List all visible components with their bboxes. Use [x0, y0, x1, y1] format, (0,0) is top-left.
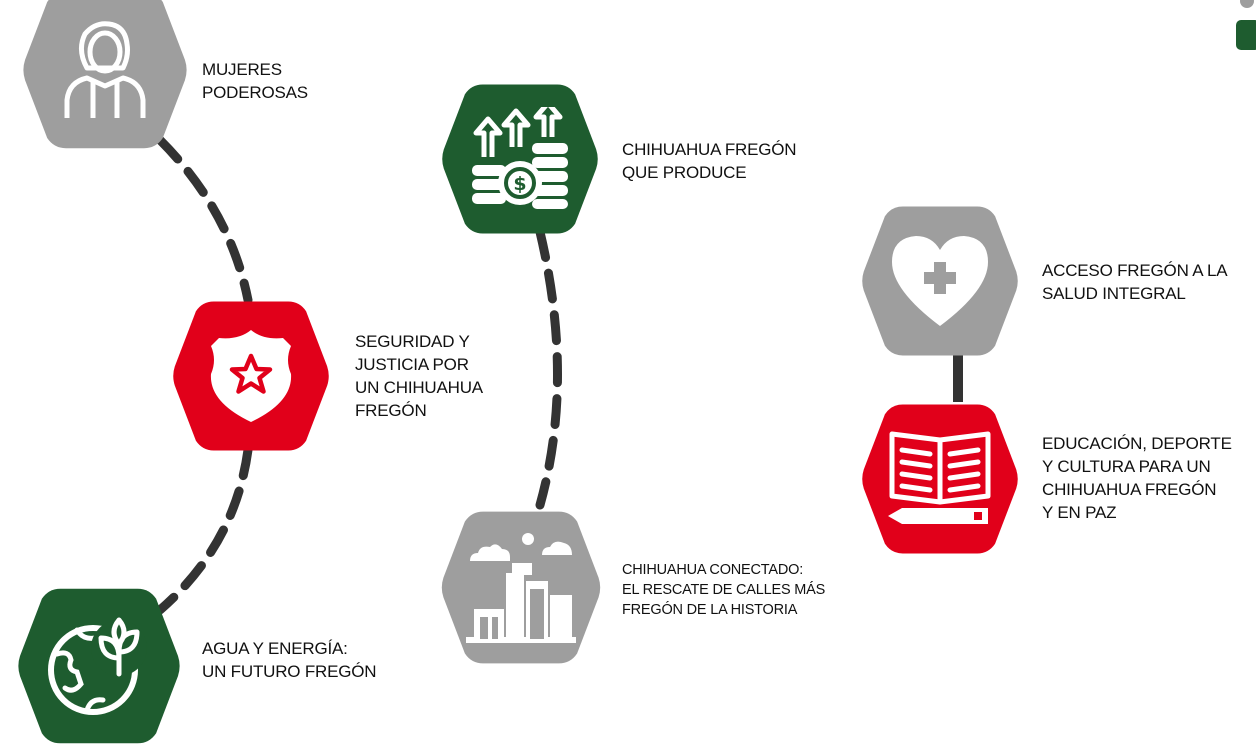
label-line: UN CHIHUAHUA	[355, 378, 483, 397]
hex-node-agua	[10, 582, 188, 750]
label-educacion: EDUCACIÓN, DEPORTE Y CULTURA PARA UN CHI…	[1042, 432, 1232, 524]
label-agua: AGUA Y ENERGÍA: UN FUTURO FREGÓN	[202, 637, 377, 683]
connector-produce-conectado	[535, 227, 562, 510]
police-badge-star-icon	[210, 330, 292, 422]
label-line: QUE PRODUCE	[622, 163, 747, 182]
label-mujeres: MUJERES PODEROSAS	[202, 58, 308, 104]
label-line: MUJERES	[202, 60, 282, 79]
label-line: EDUCACIÓN, DEPORTE	[1042, 434, 1232, 453]
corner-dot	[1240, 0, 1254, 8]
label-line: FREGÓN DE LA HISTORIA	[622, 602, 798, 618]
label-line: CHIHUAHUA FREGÓN	[622, 140, 797, 159]
hex-node-educacion	[852, 398, 1028, 560]
label-line: Y EN PAZ	[1042, 503, 1117, 522]
hex-node-salud	[852, 200, 1028, 362]
connector-mujeres-seguridad	[155, 135, 253, 305]
label-conectado: CHIHUAHUA CONECTADO: EL RESCATE DE CALLE…	[622, 560, 825, 620]
hex-node-produce: $	[434, 78, 606, 240]
label-salud: ACCESO FREGÓN A LA SALUD INTEGRAL	[1042, 259, 1228, 305]
connector-seguridad-agua	[155, 445, 253, 615]
label-produce: CHIHUAHUA FREGÓN QUE PRODUCE	[622, 138, 797, 184]
svg-text:$: $	[513, 173, 526, 195]
label-line: CHIHUAHUA FREGÓN	[1042, 480, 1217, 499]
heart-cross-icon	[892, 236, 988, 326]
hex-node-conectado	[436, 505, 606, 670]
label-line: SALUD INTEGRAL	[1042, 284, 1186, 303]
hex-node-mujeres	[20, 0, 190, 155]
label-seguridad: SEGURIDAD Y JUSTICIA POR UN CHIHUAHUA FR…	[355, 330, 483, 422]
label-line: Y CULTURA PARA UN	[1042, 457, 1211, 476]
hex-node-seguridad	[165, 295, 337, 457]
label-line: CHIHUAHUA CONECTADO:	[622, 562, 804, 578]
label-line: UN FUTURO FREGÓN	[202, 662, 377, 681]
label-line: ACCESO FREGÓN A LA	[1042, 261, 1228, 280]
woman-icon	[64, 21, 146, 118]
label-line: PODEROSAS	[202, 83, 308, 102]
label-line: SEGURIDAD Y	[355, 332, 470, 351]
coins-growth-icon: $	[472, 107, 568, 209]
corner-badge	[1236, 20, 1256, 50]
label-line: FREGÓN	[355, 401, 427, 420]
book-pencil-icon	[888, 431, 991, 524]
earth-leaf-icon	[48, 617, 147, 715]
city-skyline-icon	[466, 532, 576, 643]
label-line: AGUA Y ENERGÍA:	[202, 639, 348, 658]
label-line: EL RESCATE DE CALLES MÁS	[622, 582, 826, 598]
label-line: JUSTICIA POR	[355, 355, 469, 374]
